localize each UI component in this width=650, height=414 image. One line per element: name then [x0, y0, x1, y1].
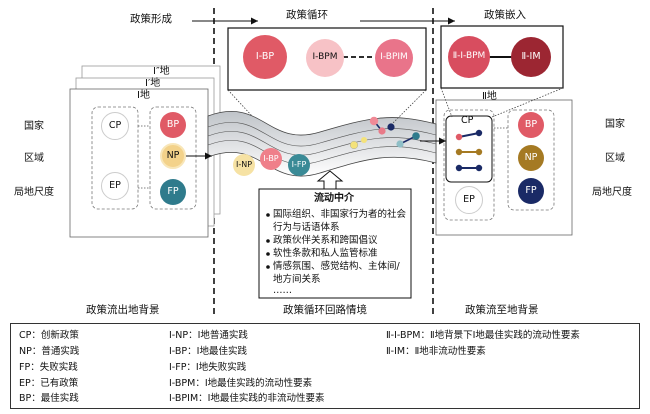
ibp-circle: Ⅰ-BP: [243, 35, 287, 79]
flow-ribbon-line-1: [207, 122, 437, 147]
mediator-title: 流动中介: [314, 193, 354, 204]
level-right-local: 局地尺度: [592, 187, 632, 198]
bottom-label-cycle: 政策循环回路情境: [283, 304, 367, 316]
place-label-ii: Ⅱ地: [482, 91, 497, 102]
legend-col1-row1: CP：创新政策: [19, 330, 79, 341]
legend-col1-row3: FP：失败实践: [19, 362, 78, 373]
left-cp-ep-group: [91, 106, 139, 210]
left-ep-circle: EP: [101, 172, 129, 200]
level-left-national: 国家: [24, 121, 44, 132]
right-bp-circle: BP: [518, 112, 544, 138]
right-cp-ep-group: [443, 109, 495, 221]
dumbbell-blue-left: [455, 164, 463, 172]
dumbbell-blue-right: [475, 164, 483, 172]
flow-bp-circle: Ⅰ-BP: [260, 148, 282, 170]
legend-col2-row5: Ⅰ-BPIM：Ⅰ地最佳实践的非流动性要素: [169, 393, 325, 404]
flow-dot-teal-2: [412, 132, 420, 140]
dumbbell-gold-right: [475, 148, 483, 156]
right-cp-label: CP: [461, 115, 474, 126]
legend-col2-row3: Ⅰ-FP：Ⅰ地失败实践: [169, 362, 247, 373]
place-label-i-double-prime: Ⅰ″地: [153, 66, 170, 77]
legend-col2-row4: Ⅰ-BPM：Ⅰ地最佳实践的流动性要素: [169, 378, 313, 389]
level-right-regional: 区域: [605, 153, 625, 164]
right-fp-circle: FP: [518, 178, 544, 204]
mediator-item-2: 政策伙伴关系和跨国倡议: [273, 235, 378, 246]
flow-np-circle: Ⅰ-NP: [233, 154, 255, 176]
ibpm-circle: Ⅰ-BPM: [306, 39, 344, 77]
iibpm-circle: Ⅱ-Ⅰ-BPM: [448, 36, 490, 78]
flow-dot-navy: [387, 123, 395, 131]
legend-col1-row5: BP：最佳实践: [19, 393, 79, 404]
dumbbell-gold-left: [455, 148, 463, 156]
flow-fp-circle: Ⅰ-FP: [288, 154, 310, 176]
mediator-item-4: 情感氛围、感觉结构、主体间/地方间关系: [273, 261, 400, 285]
left-fp-circle: FP: [160, 179, 186, 205]
place-label-i: Ⅰ地: [137, 90, 150, 101]
flow-dot-teal-1: [396, 140, 404, 148]
dumbbell-red-right: [475, 129, 483, 137]
level-left-local: 局地尺度: [14, 187, 54, 198]
title-embed: 政策嵌入: [484, 9, 526, 21]
legend-box: CP：创新政策 NP：普通实践 FP：失败实践 EP：已有政策 BP：最佳实践 …: [10, 323, 640, 409]
flow-dot-pink: [369, 116, 379, 126]
right-cp-group: [445, 115, 493, 183]
ibpim-circle: Ⅰ-BPIM: [375, 39, 413, 77]
legend-col3-row1: Ⅱ-Ⅰ-BPM：Ⅱ地背景下Ⅰ地最佳实践的流动性要素: [386, 330, 580, 341]
mediator-box: [258, 188, 412, 299]
iiim-circle: Ⅱ-IM: [511, 37, 551, 77]
legend-col1-row4: EP：已有政策: [19, 378, 79, 389]
right-bp-np-fp-group: [507, 109, 555, 211]
flow-ribbon-line-3: [207, 140, 437, 165]
bottom-label-destination: 政策流至地背景: [465, 304, 539, 316]
left-cp-circle: CP: [101, 112, 129, 140]
title-cycle: 政策循环: [286, 9, 328, 21]
flow-dot-pink-2: [378, 127, 386, 135]
left-np-circle: NP: [160, 143, 186, 169]
flow-dot-yellow-2: [361, 137, 367, 143]
legend-col1-row2: NP：普通实践: [19, 346, 80, 357]
flow-ribbon-line-2: [207, 131, 437, 156]
bottom-label-origin: 政策流出地背景: [86, 304, 160, 316]
top-mid-dotted-right: [391, 89, 427, 125]
flow-dot-yellow-1: [349, 140, 359, 150]
legend-col3-row2: Ⅱ-IM：Ⅱ地非流动性要素: [386, 346, 486, 357]
left-bp-np-fp-group: [149, 106, 197, 210]
dumbbell-red-bar: [458, 132, 480, 138]
right-np-circle: NP: [518, 145, 544, 171]
mediator-item-3: 软性条款和私人监管标准: [273, 248, 378, 259]
left-bp-circle: BP: [160, 112, 186, 138]
mediator-more: ……: [273, 285, 292, 296]
level-right-national: 国家: [605, 119, 625, 130]
top-right-dotted-right: [491, 87, 564, 118]
legend-col2-row2: Ⅰ-BP：Ⅰ地最佳实践: [169, 346, 247, 357]
dumbbell-red-left: [455, 133, 463, 141]
mediator-bullets: [266, 213, 270, 269]
place-label-i-prime: Ⅰ′地: [145, 78, 161, 89]
right-ep-circle: EP: [455, 186, 483, 214]
top-right-dotted-left: [440, 87, 453, 118]
mediator-up-arrow: [316, 170, 344, 190]
level-left-regional: 区域: [24, 153, 44, 164]
title-formation: 政策形成: [130, 13, 172, 25]
legend-col2-row1: Ⅰ-NP：Ⅰ地普通实践: [169, 330, 248, 341]
mediator-item-1: 国际组织、非国家行为者的社会行为与话语体系: [273, 209, 407, 233]
place-box-i: [69, 88, 209, 238]
